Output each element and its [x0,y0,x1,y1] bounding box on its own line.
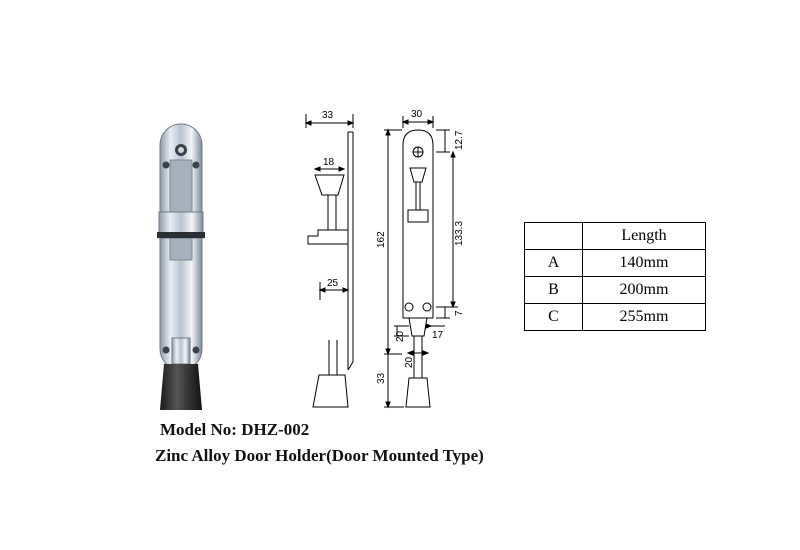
table-cell-size: B [524,276,583,304]
side-view-drawing [304,114,355,408]
front-tab-height-label: 20 [395,330,406,342]
table-row: B 200mm [524,276,706,304]
table-cell-size: A [524,249,583,277]
side-cup-width-label: 18 [323,157,335,168]
front-total-height-label: 162 [376,231,387,248]
front-foot-height-label: 33 [376,372,387,384]
table-row: A 140mm [524,249,706,277]
table-row: C 255mm [524,303,706,331]
side-foot-width-label: 25 [327,278,339,289]
table-cell-size: C [524,303,583,331]
front-hole-spacing-label: 133.3 [454,221,465,246]
front-top-offset-label: 12.7 [454,130,465,150]
model-number: Model No: DHZ-002 [160,420,310,439]
front-plate-width-label: 30 [411,109,423,120]
side-top-width-label: 33 [322,110,334,121]
front-foot-width-label: 20 [404,356,415,368]
table-header-row: Length [524,222,706,250]
table-cell-length: 200mm [582,276,706,304]
table-cell-length: 255mm [582,303,706,331]
product-description: Zinc Alloy Door Holder(Door Mounted Type… [155,446,484,465]
length-spec-table: Length A 140mm B 200mm C 255mm [524,222,706,331]
door-holder-photo [157,123,205,410]
front-bottom-offset-label: 7 [454,310,465,316]
front-view-drawing [384,116,458,409]
table-cell-length: 140mm [582,249,706,277]
table-header-cell [524,222,583,250]
front-tab-width-label: 17 [432,330,444,341]
table-header-cell: Length [582,222,706,250]
